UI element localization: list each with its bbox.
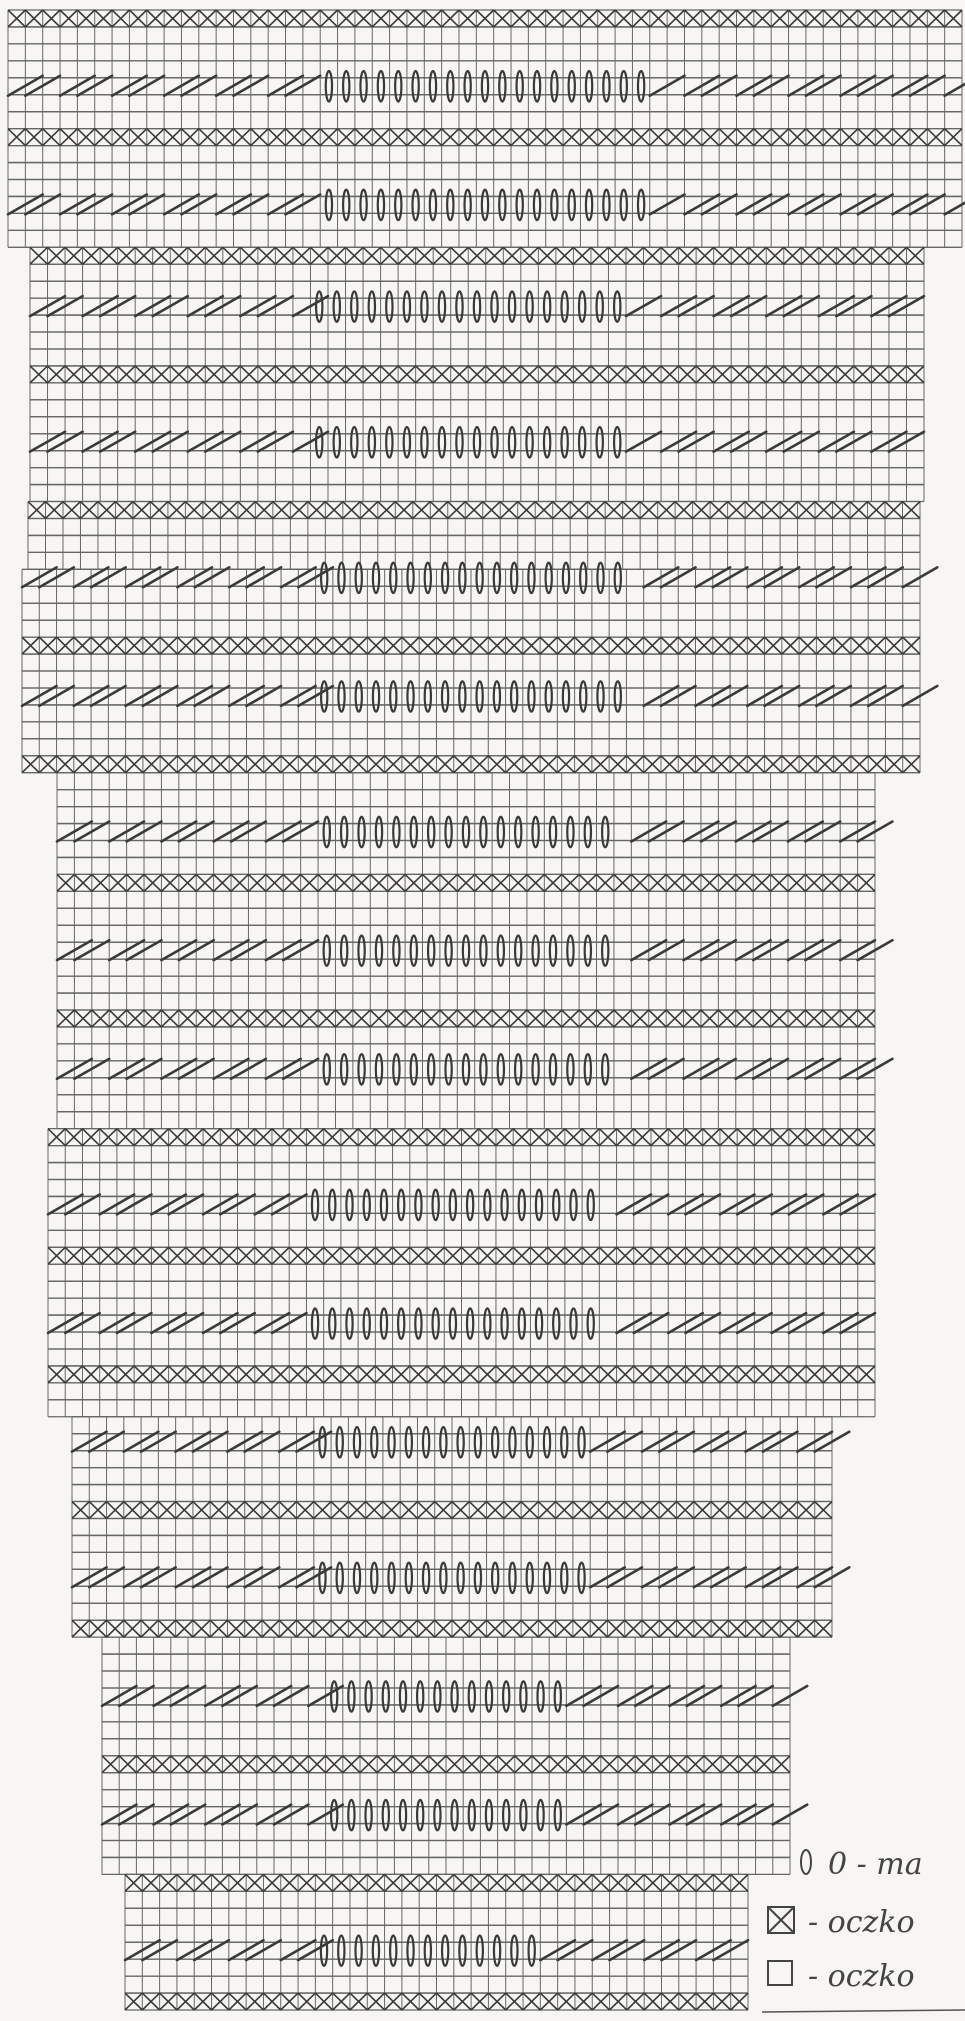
knitting-chart: 0 - ma - oczko - oczko	[0, 0, 965, 2021]
